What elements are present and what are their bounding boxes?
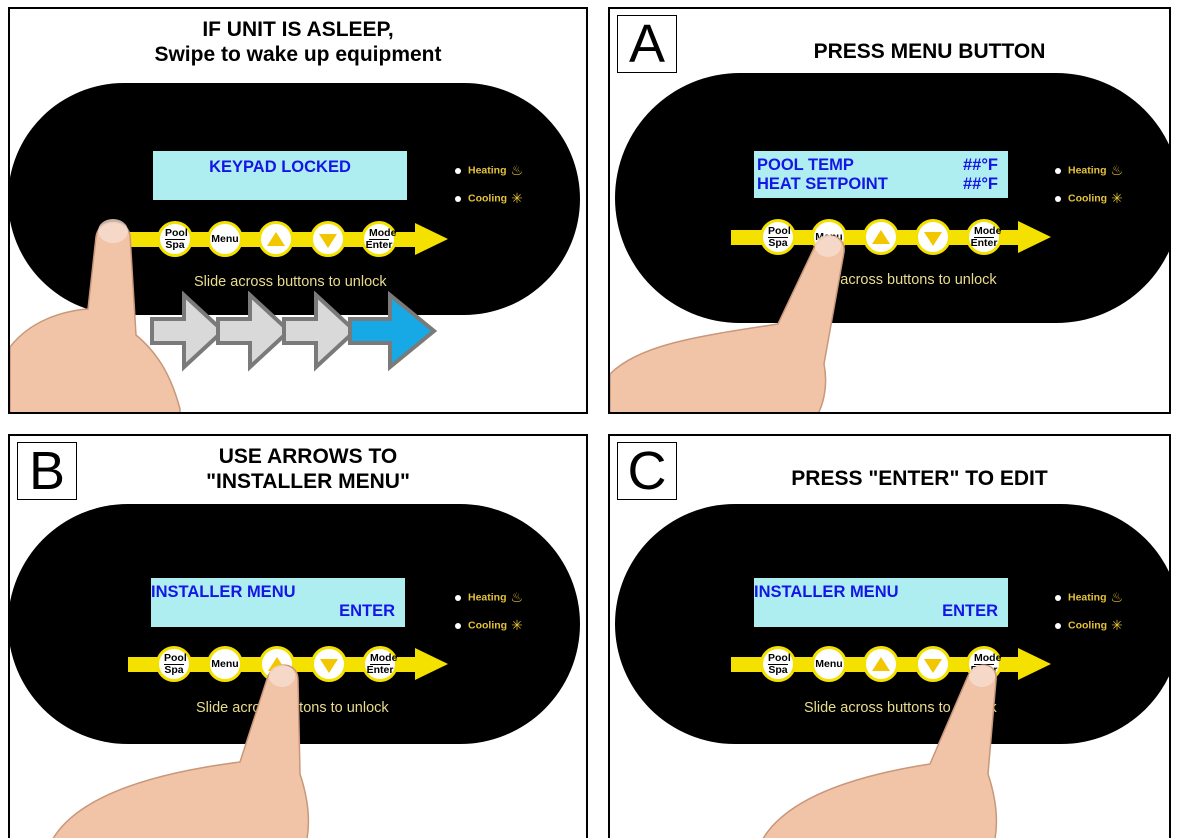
lcd-line-1-left: POOL TEMP	[757, 156, 854, 174]
panel-step-c: C PRESS "ENTER" TO EDIT INSTALLER MENU E…	[608, 434, 1171, 838]
cooling-indicator: Cooling✳	[1055, 190, 1123, 207]
lcd-display: INSTALLER MENU ENTER	[754, 578, 1008, 627]
lcd-line-1-right: ##°F	[962, 156, 998, 174]
slide-instruction: Slide across buttons to unlock	[804, 272, 997, 288]
down-arrow-button[interactable]	[310, 221, 346, 257]
slide-track-arrowhead	[1018, 648, 1051, 680]
panel-wake-up: IF UNIT IS ASLEEP, Swipe to wake up equi…	[8, 7, 588, 414]
panel-step-b: B USE ARROWS TO "INSTALLER MENU" INSTALL…	[8, 434, 588, 838]
led-dot	[1055, 167, 1061, 174]
step-letter: A	[617, 15, 677, 73]
lcd-line-2-right: ENTER	[339, 602, 395, 620]
heating-icon: ♨	[1110, 162, 1124, 178]
menu-button[interactable]: Menu	[811, 646, 847, 682]
panel-title: PRESS MENU BUTTON	[813, 40, 1046, 63]
heating-icon: ♨	[510, 162, 524, 178]
slide-track-arrowhead	[415, 648, 448, 680]
lcd-line-2-right: ENTER	[942, 602, 998, 620]
hand-pointer-icon	[762, 664, 998, 838]
panel-step-a: A PRESS MENU BUTTON POOL TEMP ##°F HEAT S…	[608, 7, 1171, 414]
led-dot	[1055, 622, 1061, 629]
lcd-line-2-right: ##°F	[962, 175, 998, 193]
menu-button[interactable]: Menu	[207, 646, 243, 682]
hand-pointer-icon	[10, 219, 181, 412]
down-triangle-icon	[924, 659, 942, 673]
swipe-arrow-gray-2	[216, 291, 292, 372]
swipe-arrow-gray-1	[150, 291, 226, 372]
panel-title: USE ARROWS TO "INSTALLER MENU"	[206, 445, 410, 493]
heating-indicator: Heating♨	[455, 162, 523, 179]
panel-title: IF UNIT IS ASLEEP, Swipe to wake up equi…	[154, 18, 442, 66]
led-dot	[1055, 594, 1061, 601]
down-arrow-button[interactable]	[311, 646, 347, 682]
swipe-arrow-gray-3	[282, 291, 358, 372]
menu-button[interactable]: Menu	[207, 221, 243, 257]
led-dot	[455, 594, 461, 601]
swipe-arrows-graphic	[150, 291, 438, 372]
hand-pointer-icon	[610, 235, 845, 412]
lcd-display: KEYPAD LOCKED	[153, 151, 407, 200]
lcd-line-1-left: INSTALLER MENU	[151, 583, 296, 601]
snowflake-icon: ✳	[1111, 617, 1123, 633]
down-triangle-icon	[924, 232, 942, 246]
cooling-indicator: Cooling✳	[455, 617, 523, 634]
swipe-arrow-blue	[348, 291, 438, 372]
step-letter: B	[17, 442, 77, 500]
up-arrow-button[interactable]	[258, 221, 294, 257]
lcd-line-2-left: HEAT SETPOINT	[757, 175, 888, 193]
lcd-line-1: KEYPAD LOCKED	[209, 158, 351, 176]
slide-instruction: Slide across buttons to unlock	[194, 274, 387, 290]
slide-track-arrowhead	[415, 223, 448, 255]
heating-icon: ♨	[1110, 589, 1124, 605]
heating-indicator: Heating♨	[1055, 589, 1123, 606]
up-arrow-button[interactable]	[863, 219, 899, 255]
lcd-display: INSTALLER MENU ENTER	[151, 578, 405, 627]
down-arrow-button[interactable]	[915, 646, 951, 682]
snowflake-icon: ✳	[511, 190, 523, 206]
down-triangle-icon	[320, 659, 338, 673]
heating-icon: ♨	[510, 589, 524, 605]
led-dot	[455, 622, 461, 629]
slide-track-arrowhead	[1018, 221, 1051, 253]
heating-indicator: Heating♨	[455, 589, 523, 606]
up-triangle-icon	[872, 230, 890, 244]
cooling-indicator: Cooling✳	[1055, 617, 1123, 634]
lcd-display: POOL TEMP ##°F HEAT SETPOINT ##°F	[754, 151, 1008, 198]
up-arrow-button[interactable]	[863, 646, 899, 682]
down-triangle-icon	[319, 234, 337, 248]
lcd-line-1-left: INSTALLER MENU	[754, 583, 899, 601]
panel-title: PRESS "ENTER" TO EDIT	[791, 467, 1048, 490]
down-arrow-button[interactable]	[915, 219, 951, 255]
up-triangle-icon	[267, 232, 285, 246]
keypad-body	[615, 73, 1169, 323]
heating-indicator: Heating♨	[1055, 162, 1123, 179]
hand-pointer-icon	[52, 664, 310, 838]
snowflake-icon: ✳	[1111, 190, 1123, 206]
cooling-indicator: Cooling✳	[455, 190, 523, 207]
slide-instruction: Slide across buttons to unlock	[804, 700, 997, 716]
snowflake-icon: ✳	[511, 617, 523, 633]
led-dot	[455, 195, 461, 202]
step-letter: C	[617, 442, 677, 500]
led-dot	[1055, 195, 1061, 202]
up-triangle-icon	[872, 657, 890, 671]
led-dot	[455, 167, 461, 174]
